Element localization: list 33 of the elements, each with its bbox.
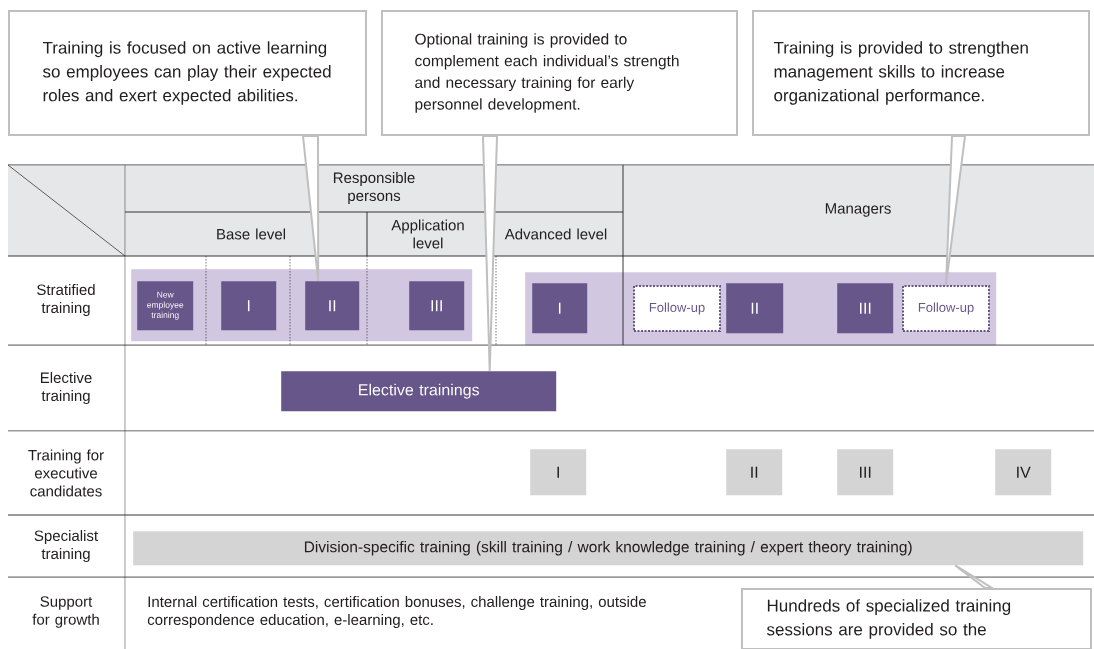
- column-header: Managers: [825, 203, 891, 217]
- row-header: Training for executive candidates: [28, 449, 104, 497]
- candidate-block: II: [726, 449, 783, 496]
- training-block: I: [532, 283, 588, 334]
- candidate-block: III: [837, 449, 894, 496]
- training-block: III: [409, 281, 465, 331]
- row-header: Specialist training: [34, 530, 98, 562]
- row-header: Support for growth: [32, 596, 99, 628]
- training-block: I: [221, 281, 277, 331]
- training-block: III: [837, 283, 894, 334]
- row-header: Stratified training: [37, 284, 95, 316]
- callout-box: Optional training is provided to complement each individual’s strength and necessary training for early personnel development.: [381, 10, 738, 136]
- callout-box: Hundreds of specialized training sessions are provided so the: [741, 588, 1092, 649]
- callout-pointer: [945, 135, 967, 286]
- column-header: Application level: [391, 219, 464, 249]
- candidate-block: IV: [995, 449, 1052, 496]
- callout-box: Training is provided to strengthen management skills to increase organizational performance.: [752, 10, 1090, 136]
- support-text: Internal certification tests, certification bonuses, challenge training, outside correspondence education, e-learning, etc.: [147, 596, 646, 628]
- follow-up-box: Follow-up: [902, 285, 990, 332]
- candidate-block: I: [530, 449, 587, 496]
- training-block: New employee training: [137, 281, 194, 331]
- elective-bar: Elective trainings: [281, 371, 557, 412]
- column-header: Base level: [217, 228, 285, 240]
- callout-box: Training is focused on active learning so employees can play their expected roles and exert expected abilities.: [8, 10, 367, 136]
- column-header: Responsible persons: [333, 172, 415, 204]
- column-header: Advanced level: [504, 228, 607, 240]
- follow-up-box: Follow-up: [633, 285, 721, 332]
- row-header: Elective training: [40, 372, 92, 404]
- training-block: II: [726, 283, 784, 334]
- callout-pointer: [482, 135, 499, 372]
- callout-pointer: [954, 564, 996, 589]
- specialist-bar: Division-specific training (skill training / work knowledge training / expert theory training): [133, 531, 1084, 566]
- training-block: II: [305, 281, 360, 331]
